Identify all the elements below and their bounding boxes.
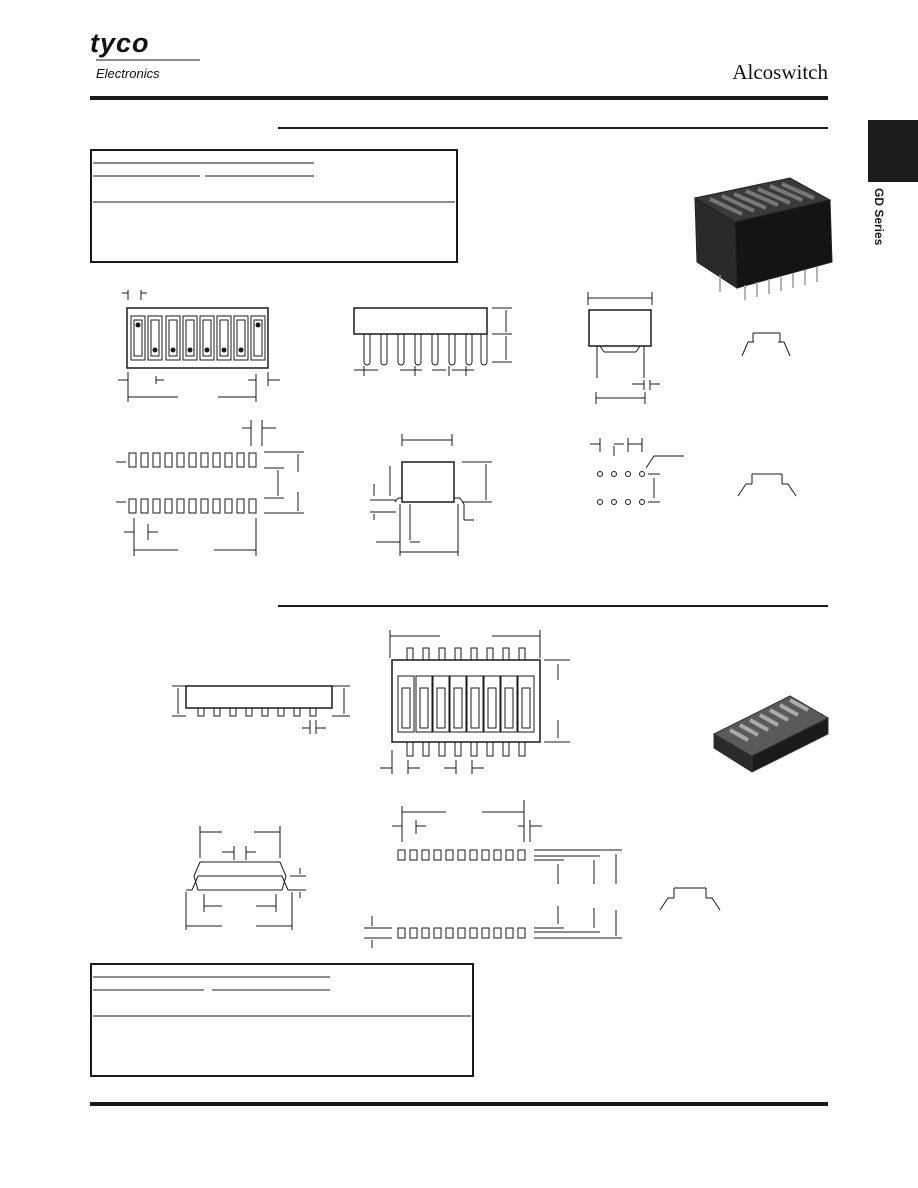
bottom-spec-box — [90, 963, 474, 1077]
smt-pad-layout — [364, 800, 622, 948]
through-hole-top-view — [118, 290, 280, 402]
lead-profile-gullwing-3 — [659, 887, 721, 911]
product-photo-smt — [712, 695, 830, 773]
brand-name: Alcoswitch — [732, 60, 828, 84]
pcb-hole-grid — [590, 438, 684, 505]
lead-profile-gullwing-1 — [741, 332, 791, 357]
pcb-layout-through-hole — [116, 420, 304, 556]
through-hole-cross-section — [370, 434, 492, 556]
header-rules — [90, 59, 828, 129]
smt-cross-section — [185, 826, 306, 930]
smt-top-view — [380, 630, 570, 774]
through-hole-end-view — [587, 292, 660, 404]
through-hole-side-view — [353, 307, 512, 376]
product-photo-through-hole — [693, 177, 833, 300]
section-tab-marker — [868, 120, 918, 182]
tyco-logo: tyco — [90, 28, 150, 58]
footer-rule — [90, 1102, 828, 1106]
lead-profile-gullwing-2 — [737, 473, 797, 497]
top-spec-box — [90, 149, 458, 263]
electronics-logo-subtitle: Electronics — [96, 66, 160, 81]
smt-side-view — [172, 685, 350, 734]
